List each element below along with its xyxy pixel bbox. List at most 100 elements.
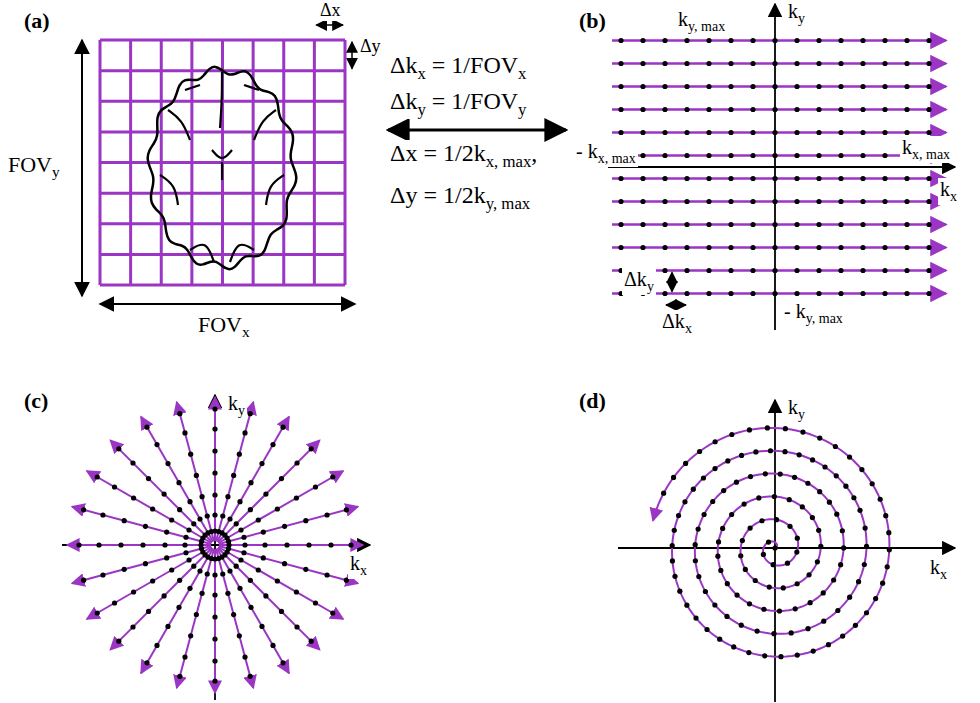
sample-dot <box>81 507 86 512</box>
sample-dot <box>728 291 733 296</box>
sample-dot <box>144 425 149 430</box>
readout-line <box>612 200 946 203</box>
radial-spoke <box>141 548 213 673</box>
label-group: kx <box>938 178 959 205</box>
sample-dot <box>838 84 843 89</box>
axis-line <box>618 547 955 549</box>
sample-dot <box>772 268 777 273</box>
sample-dot <box>816 176 821 181</box>
sample-dot <box>182 654 187 659</box>
sample-dot <box>805 481 810 486</box>
sample-dot <box>238 527 243 532</box>
sample-dot <box>856 579 861 584</box>
sample-dot <box>731 644 736 649</box>
sample-dot <box>870 481 875 486</box>
sample-dot <box>728 176 733 181</box>
sample-dot <box>242 430 247 435</box>
radial-spoke <box>216 402 253 541</box>
sample-dot <box>205 571 210 576</box>
sample-dot <box>182 542 187 547</box>
sample-dot <box>706 153 711 158</box>
label-text: Δy = 1/2k <box>390 182 486 208</box>
sample-dot <box>838 61 843 66</box>
sample-dot <box>838 291 843 296</box>
sample-dot <box>816 38 821 43</box>
sample-dot <box>696 526 701 531</box>
sample-dot <box>834 473 839 478</box>
sample-dot <box>237 633 242 638</box>
sample-dot <box>344 507 349 512</box>
dimension-arrow <box>671 273 673 292</box>
sample-dot <box>816 291 821 296</box>
sample-dot <box>838 38 843 43</box>
sample-dot <box>640 84 645 89</box>
sample-dot <box>234 564 239 569</box>
sample-dot <box>241 535 246 540</box>
sample-dot <box>706 245 711 250</box>
sample-dot <box>275 506 280 511</box>
sample-dot <box>904 199 909 204</box>
subscript-text: x <box>360 563 367 578</box>
sample-dot <box>188 452 193 457</box>
label-group: - kx, max <box>574 140 638 167</box>
label-text: , <box>531 140 537 166</box>
label-text: k <box>350 552 360 574</box>
grid-line <box>282 40 285 285</box>
sample-dot <box>904 38 909 43</box>
sample-dot <box>725 458 730 463</box>
grid-line <box>100 253 345 256</box>
sample-dot <box>270 442 275 447</box>
sample-dot <box>767 584 772 589</box>
sample-dot <box>684 130 689 135</box>
sample-dot <box>794 222 799 227</box>
sample-dot <box>161 491 166 496</box>
sample-dot <box>816 61 821 66</box>
sample-dot <box>761 607 766 612</box>
sample-dot <box>787 524 792 529</box>
sample-dot <box>234 521 239 526</box>
sample-dot <box>763 471 768 476</box>
sample-dot <box>831 577 836 582</box>
label-group: ky <box>226 392 247 419</box>
sample-dot <box>750 38 755 43</box>
sample-dot <box>728 38 733 43</box>
sample-dot <box>226 546 231 551</box>
sample-dot <box>860 61 865 66</box>
sample-dot <box>795 536 800 541</box>
sample-dot <box>772 38 777 43</box>
sample-dot <box>237 452 242 457</box>
sample-dot <box>704 627 709 632</box>
sample-dot <box>750 107 755 112</box>
sample-dot <box>706 38 711 43</box>
sample-dot <box>811 648 816 653</box>
sample-dot <box>800 430 805 435</box>
sample-dot <box>863 526 868 531</box>
sample-dot <box>706 176 711 181</box>
sample-dot <box>640 199 645 204</box>
sample-dot <box>926 61 931 66</box>
sample-dot <box>794 153 799 158</box>
sample-dot <box>826 642 831 647</box>
sample-dot <box>750 245 755 250</box>
sample-dot <box>781 585 786 590</box>
sample-dot <box>834 512 839 517</box>
sample-dot <box>212 426 217 431</box>
brain-fold <box>160 175 178 205</box>
sample-dot <box>800 504 805 509</box>
sample-dot <box>294 460 299 465</box>
sample-dot <box>662 38 667 43</box>
sample-dot <box>794 199 799 204</box>
label-text: k <box>788 396 798 418</box>
label-group: ky <box>786 396 807 423</box>
sample-dot <box>756 495 761 500</box>
sample-dot <box>95 474 100 479</box>
sample-dot <box>734 592 739 597</box>
sample-dot <box>847 595 852 600</box>
sample-dot <box>750 153 755 158</box>
sample-dot <box>904 107 909 112</box>
sample-dot <box>882 245 887 250</box>
brain-fold <box>221 162 223 180</box>
sample-dot <box>662 107 667 112</box>
sample-dot <box>860 245 865 250</box>
